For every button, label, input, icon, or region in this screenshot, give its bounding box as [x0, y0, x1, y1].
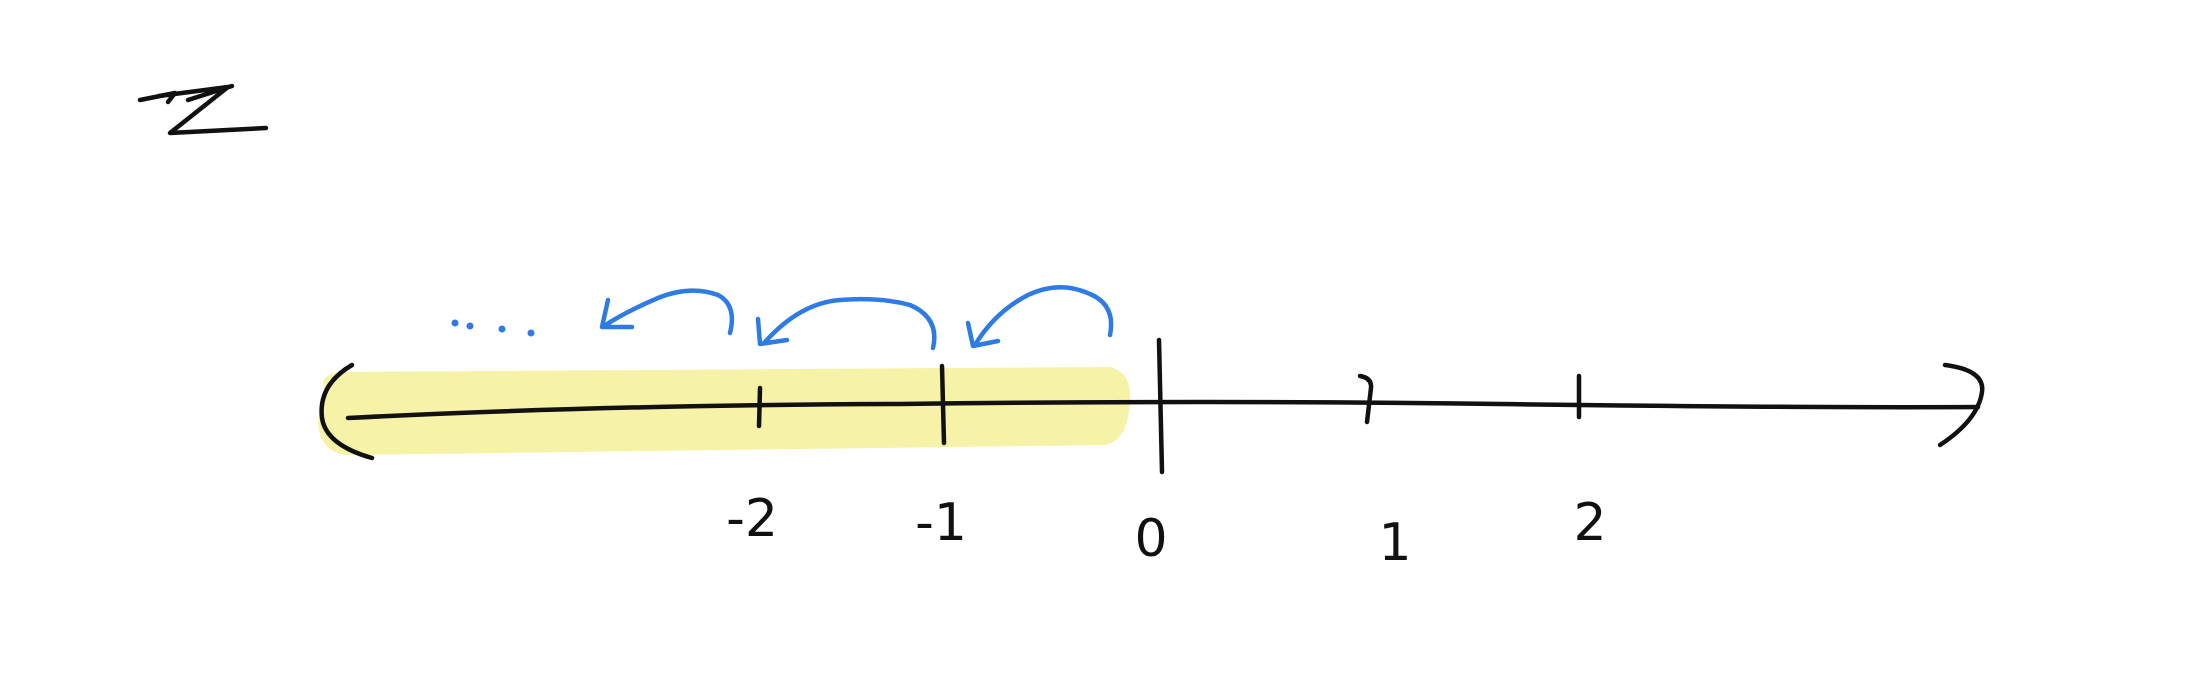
step-arrow-2 [755, 296, 937, 351]
integers-symbol: ℤ [137, 83, 269, 136]
tick-minus-1 [939, 363, 947, 446]
tick-label-plus-1: 1 [1378, 513, 1411, 573]
negative-highlight [318, 367, 1130, 455]
step-arrow-1 [965, 285, 1114, 349]
tick-label-plus-2: 2 [1573, 493, 1606, 553]
tick-label-zero: 0 [1134, 509, 1167, 569]
number-line [345, 399, 1981, 421]
step-arrow-3 [599, 288, 735, 336]
tick-label-minus-1: -1 [915, 493, 967, 553]
tick-plus-1 [1357, 373, 1374, 425]
tick-label-minus-2: -2 [726, 489, 778, 549]
tick-minus-2 [756, 385, 763, 429]
right-paren [1937, 362, 1985, 448]
tick-zero [1156, 337, 1165, 475]
left-paren [319, 362, 375, 461]
ellipsis: ... [451, 319, 535, 337]
